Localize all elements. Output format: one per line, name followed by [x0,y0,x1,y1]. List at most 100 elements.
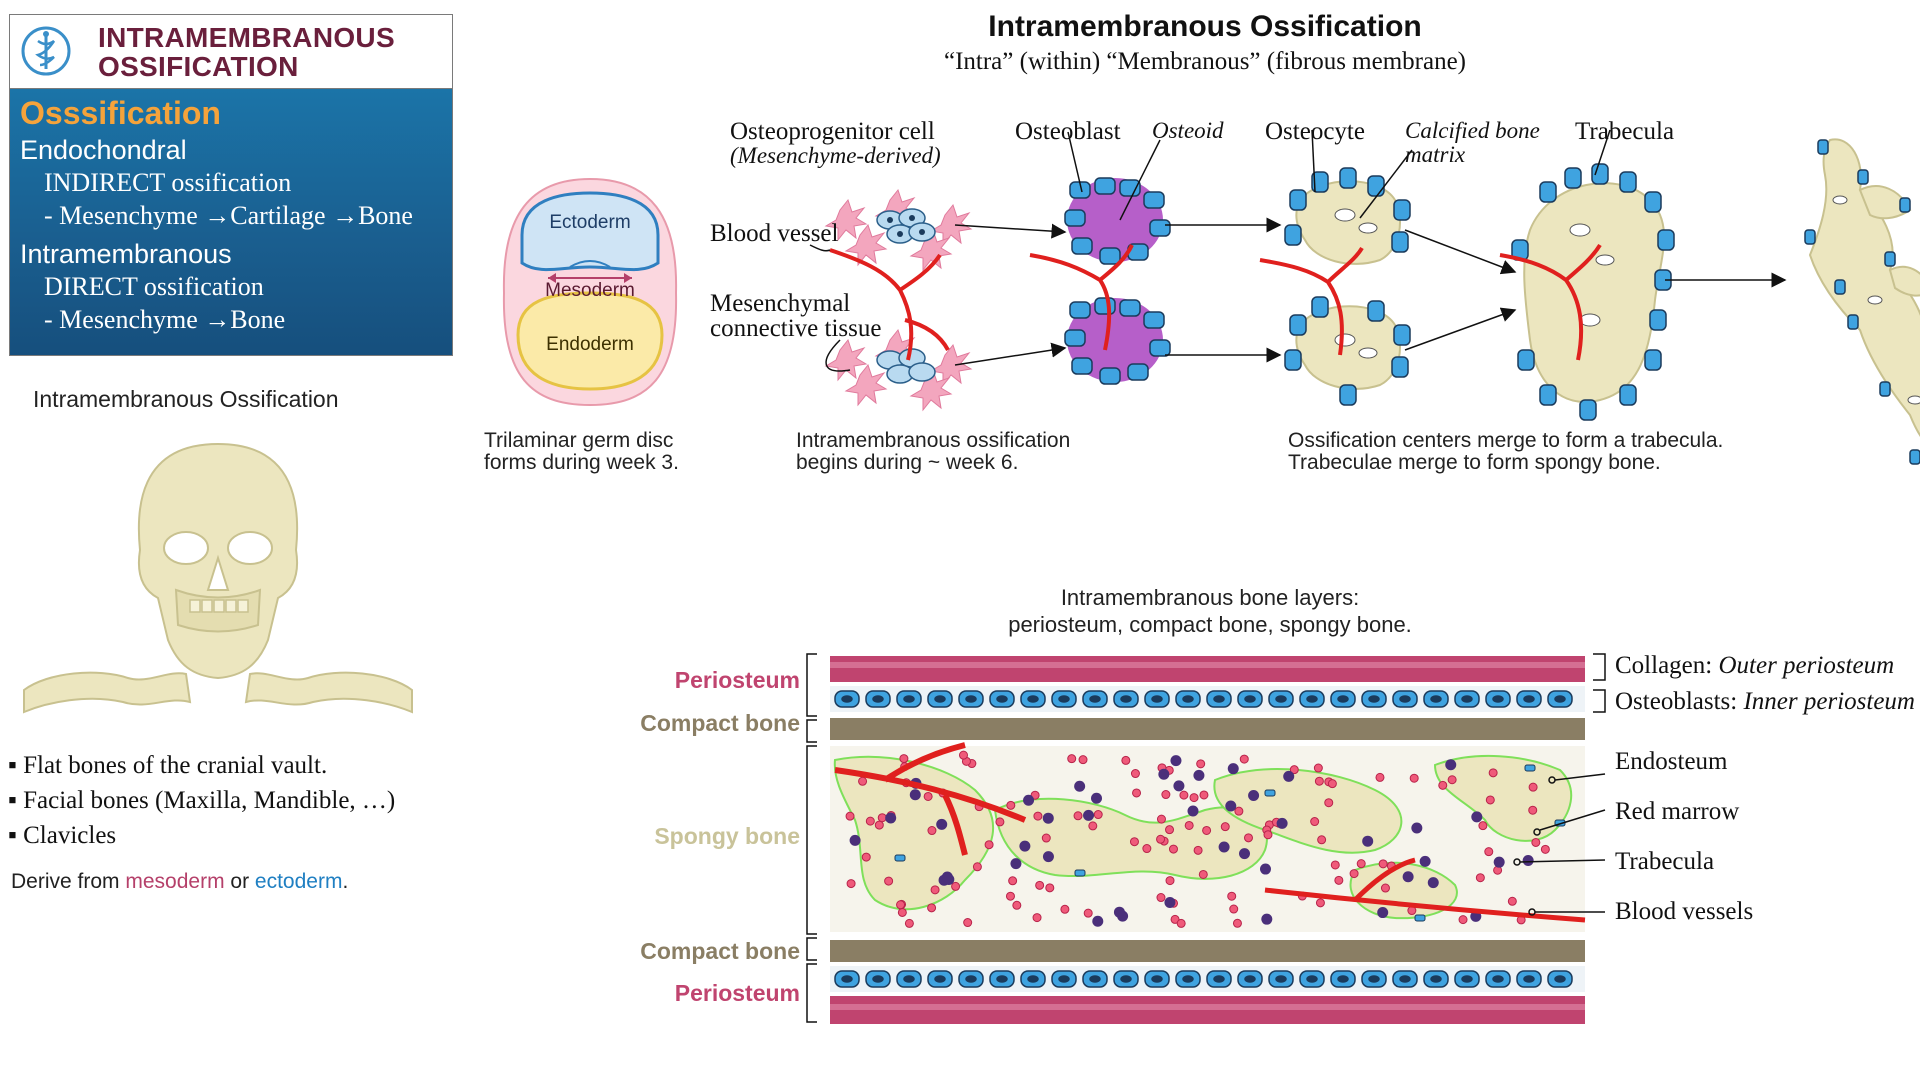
osteoblast-nucleus [965,975,977,983]
osteoblast-nucleus [872,695,884,703]
osteoblast-nucleus [1089,975,1101,983]
osteoblast-nucleus [1182,975,1194,983]
marrow-cell [1402,871,1414,883]
marrow-cell [1187,805,1199,817]
red-blood-cell [1234,806,1244,816]
ossification-stages-diagram [809,129,1920,465]
red-blood-cell [1083,908,1093,918]
marrow-cell [1260,863,1272,875]
red-blood-cell [884,876,894,886]
red-blood-cell [1314,776,1324,786]
red-blood-cell [1142,844,1152,854]
periosteum-collagen-top [830,656,1585,682]
red-blood-cell [972,862,982,872]
intramembranous-sequence: - Mesenchyme →Bone [44,305,286,334]
red-blood-cell [1356,859,1366,869]
marrow-cell [1019,840,1031,852]
spongy-bone-region [830,742,1586,932]
red-blood-cell [1380,883,1390,893]
osteoblast-nucleus [1151,695,1163,703]
red-blood-cell [1005,891,1015,901]
marrow-cell [1445,759,1457,771]
marrow-cell [1225,800,1237,812]
osteocyte-center-top [1284,167,1411,265]
marrow-cell [1377,907,1389,919]
red-blood-cell [1179,790,1189,800]
compact-bone-bottom [830,940,1585,962]
red-blood-cell [1006,800,1016,810]
red-blood-cell [845,811,855,821]
red-blood-cell [1484,847,1494,857]
red-blood-cell [1189,793,1199,803]
osteoblast-nucleus [934,695,946,703]
periosteum-bottom-label: Periosteum [674,980,800,1006]
calcified-matrix-label-line2: matrix [1405,142,1466,167]
osteoblast-nucleus [1244,695,1256,703]
osteoblasts-label: Osteoblasts: Inner periosteum [1615,688,1915,716]
marrow-cell [936,818,948,830]
layers-title-line2: periosteum, compact bone, spongy bone. [1008,612,1412,637]
red-blood-cell [959,750,968,760]
red-blood-cell [1334,875,1344,885]
marrow-cell [1170,755,1182,767]
osteoblast-nucleus [934,975,946,983]
red-blood-cell [1165,876,1175,886]
red-blood-cell [877,813,887,823]
marrow-cell [1522,855,1534,867]
marrow-cell [1239,848,1251,860]
marrow-cell [1218,841,1230,853]
outer-periosteum-text: Outer periosteum [1718,652,1895,679]
osteoblast-nucleus [1244,975,1256,983]
red-blood-cell [1409,773,1419,783]
red-blood-cell [1232,918,1242,928]
vessel-stage1 [829,248,950,361]
marrow-cell [1411,822,1423,834]
osteoblast-nucleus [1554,975,1566,983]
osteoblast-nucleus [1027,695,1039,703]
endoderm-label: Endoderm [546,334,634,355]
compact-bottom-label: Compact bone [640,938,800,964]
red-blood-cell [1199,790,1209,800]
marrow-cell [909,789,921,801]
bone-layers-diagram [806,653,1606,1024]
trabecula-layer-label: Trabecula [1615,848,1715,875]
derive-end: . [342,870,349,893]
osteocyte-label: Osteocyte [1265,118,1365,145]
red-blood-cell [1438,780,1448,790]
red-blood-cell [951,881,961,891]
mesenchyme-derived-label: (Mesenchyme-derived) [730,143,941,168]
vessel-stage4 [1499,243,1602,361]
marrow-cell [1091,792,1103,804]
osteoblast-row-top [830,686,1585,712]
red-blood-cell [927,826,937,836]
osteoblast-nucleus [1089,695,1101,703]
trabecula-stage-label: Trabecula [1575,118,1675,145]
osteoblast-nucleus [1492,975,1504,983]
red-blood-cell [1170,914,1180,924]
osteoblast-nucleus [872,975,884,983]
endosteum-label: Endosteum [1615,748,1728,775]
osteoblast-nucleus [1461,695,1473,703]
red-blood-cell [1447,775,1457,785]
red-blood-cell [984,840,994,850]
derive-sentence: Derive from mesoderm or ectoderm. [11,870,348,894]
red-blood-cell [1488,768,1498,778]
begin-caption-line2: begins during ~ week 6. [796,451,1019,474]
red-blood-cell [1317,835,1327,845]
trabecula-merged [1511,163,1675,421]
red-blood-cell [1243,833,1253,843]
red-blood-cell [927,903,937,913]
osteoblast-nucleus [1058,695,1070,703]
red-marrow-label: Red marrow [1615,798,1740,825]
marrow-cell [1261,913,1273,925]
endochondral-sequence: - Mesenchyme →Cartilage →Bone [44,201,413,230]
red-blood-cell [904,918,914,928]
osteoblast-nucleus [841,975,853,983]
marrow-cell [1427,877,1439,889]
red-blood-cell [923,791,933,801]
red-blood-cell [1202,825,1212,835]
osteoblast-nucleus [1461,975,1473,983]
red-blood-cell [1129,837,1139,847]
inner-periosteum-text: Inner periosteum [1743,688,1915,715]
germ-disc-illustration [502,177,678,407]
